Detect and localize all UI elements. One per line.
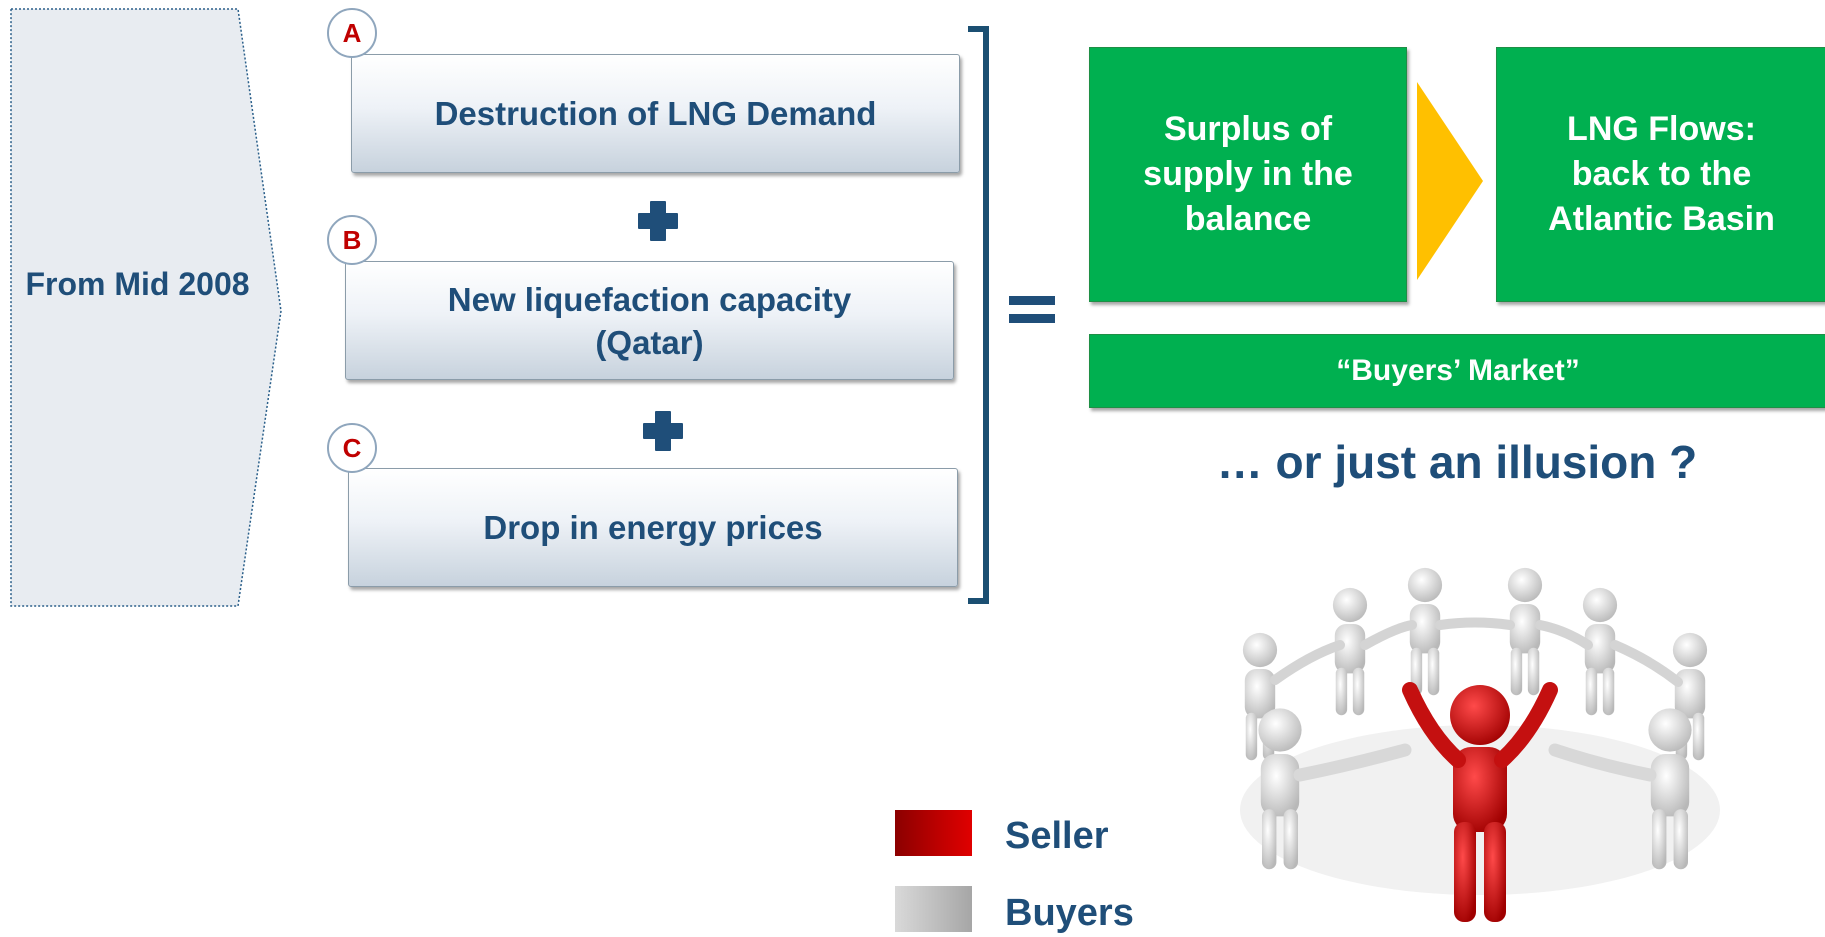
legend-label-buyers: Buyers bbox=[1005, 892, 1134, 934]
plus-icon bbox=[643, 411, 683, 451]
illusion-question: … or just an illusion ? bbox=[1216, 436, 1698, 488]
arrow-right-icon bbox=[1417, 82, 1483, 280]
badge-c: C bbox=[327, 423, 377, 473]
plus-icon bbox=[638, 201, 678, 241]
time-period-chevron bbox=[10, 8, 282, 607]
badge-b: B bbox=[327, 215, 377, 265]
buyers-market-text: “Buyers’ Market” bbox=[1336, 354, 1580, 387]
from-mid-2008-label: From Mid 2008 bbox=[25, 266, 250, 302]
cause-a-text: Destruction of LNG Demand bbox=[434, 95, 877, 132]
right-bracket bbox=[968, 26, 989, 604]
lng-flows-text: LNG Flows: back to the Atlantic Basin bbox=[1548, 110, 1775, 238]
surplus-text: Surplus of supply in the balance bbox=[1143, 110, 1353, 238]
cause-box-b: New liquefaction capacity (Qatar) bbox=[345, 261, 954, 380]
surplus-box: Surplus of supply in the balance bbox=[1089, 47, 1407, 302]
legend-label-seller: Seller bbox=[1005, 815, 1109, 857]
people-circle-illustration bbox=[1240, 567, 1720, 922]
cause-b-text: New liquefaction capacity (Qatar) bbox=[447, 280, 852, 361]
legend-swatch-buyers bbox=[895, 886, 972, 932]
buyers-market-box: “Buyers’ Market” bbox=[1089, 334, 1825, 408]
legend-swatch-seller bbox=[895, 810, 972, 856]
badge-a: A bbox=[327, 8, 377, 58]
lng-flows-box: LNG Flows: back to the Atlantic Basin bbox=[1496, 47, 1825, 302]
cause-box-c: Drop in energy prices bbox=[348, 468, 958, 587]
cause-box-a: Destruction of LNG Demand bbox=[351, 54, 960, 173]
equals-icon bbox=[1009, 296, 1055, 323]
cause-c-text: Drop in energy prices bbox=[483, 509, 823, 546]
